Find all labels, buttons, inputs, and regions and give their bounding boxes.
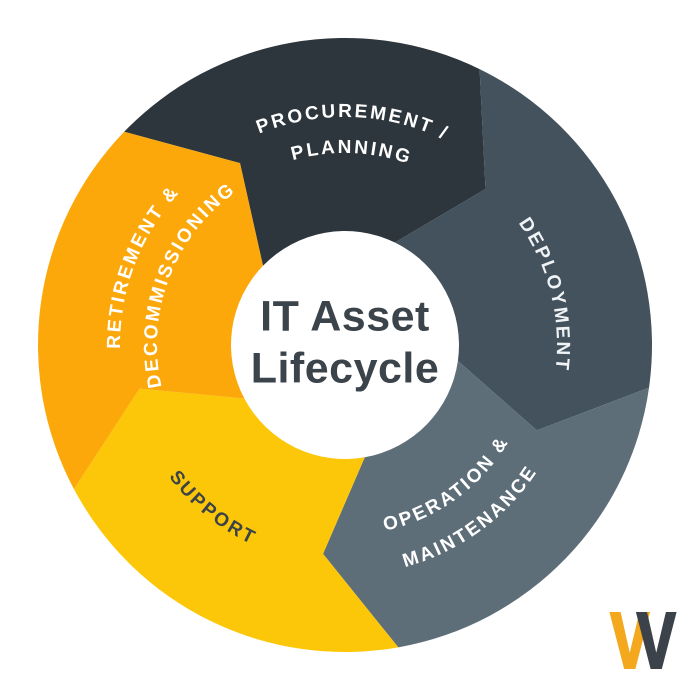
segment-operation-maintenance [323, 360, 650, 648]
diagram-title: IT Asset Lifecycle [251, 291, 440, 396]
segment-retirement-decommissioning [38, 131, 263, 490]
brand-logo [609, 612, 677, 669]
diagram-title-line1: IT Asset [260, 292, 430, 341]
segment-deployment [394, 69, 652, 431]
segment-procurement-planning [124, 37, 486, 266]
segment-support [73, 388, 399, 653]
diagram-title-line2: Lifecycle [250, 345, 440, 393]
logo-right-v-icon [635, 612, 677, 669]
